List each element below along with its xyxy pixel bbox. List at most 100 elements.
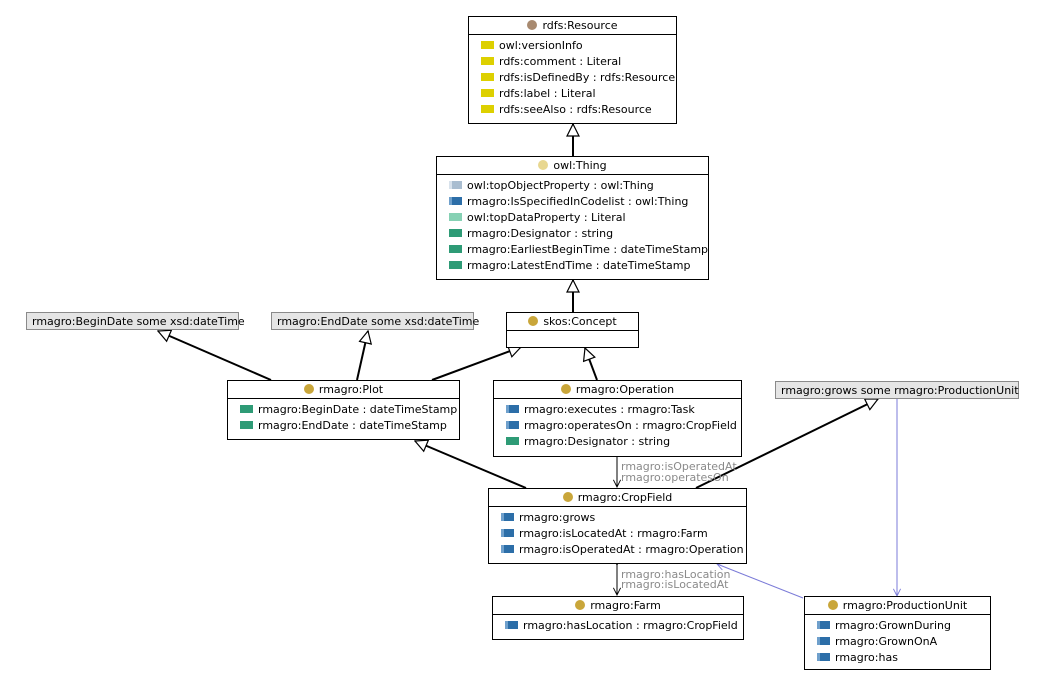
- property-label: rmagro:GrownDuring: [835, 619, 951, 632]
- edge-productionunit-to-cropfield: [717, 564, 804, 599]
- edge-plot-to-concept: [431, 347, 521, 381]
- class-header: rmagro:ProductionUnit: [805, 597, 990, 615]
- class-name: rmagro:Farm: [590, 599, 661, 612]
- property-label: rmagro:GrownOnA: [835, 635, 938, 648]
- property-row: rdfs:isDefinedBy : rdfs:Resource: [481, 70, 676, 86]
- edge-cropfield-to-grows: [695, 398, 878, 489]
- property-row: rmagro:isOperatedAt : rmagro:Operation: [501, 542, 746, 558]
- class-name: owl:Thing: [553, 159, 607, 172]
- top-object-property-icon: [449, 181, 462, 189]
- property-label: rdfs:label : Literal: [499, 87, 596, 100]
- annotation-property-icon: [481, 73, 494, 81]
- property-label: rmagro:EarliestBeginTime : dateTimeStamp: [467, 243, 709, 256]
- class-rmagro-farm[interactable]: rmagro:Farm rmagro:hasLocation : rmagro:…: [492, 596, 744, 640]
- class-header: rmagro:Operation: [494, 381, 741, 399]
- class-header: rmagro:CropField: [489, 489, 746, 507]
- class-icon: [538, 160, 549, 170]
- class-header: rmagro:Plot: [228, 381, 459, 399]
- edge-label-is-operated-at: rmagro:isOperatedAt: [621, 460, 737, 473]
- property-row: owl:topDataProperty : Literal: [449, 210, 708, 226]
- edge-plot-to-begindate: [158, 331, 272, 381]
- data-property-icon: [449, 245, 462, 253]
- class-rmagro-plot[interactable]: rmagro:Plot rmagro:BeginDate : dateTimeS…: [227, 380, 460, 440]
- property-row: owl:versionInfo: [481, 38, 676, 54]
- class-icon: [527, 20, 538, 30]
- data-property-icon: [506, 437, 519, 445]
- property-row: rmagro:EarliestBeginTime : dateTimeStamp: [449, 242, 708, 258]
- property-label: rdfs:comment : Literal: [499, 55, 622, 68]
- edge-operation-to-concept: [585, 348, 598, 381]
- property-row: rmagro:EndDate : dateTimeStamp: [240, 418, 459, 434]
- class-name: rmagro:Plot: [318, 383, 384, 396]
- property-label: rmagro:BeginDate : dateTimeStamp: [258, 403, 458, 416]
- restriction-grows[interactable]: rmagro:grows some rmagro:ProductionUnit: [775, 381, 1019, 399]
- object-property-icon: [817, 637, 830, 645]
- edge-label-is-located-at: rmagro:isLocatedAt: [621, 578, 729, 591]
- data-property-icon: [240, 421, 253, 429]
- property-label: owl:versionInfo: [499, 39, 583, 52]
- property-label: rmagro:Designator : string: [524, 435, 671, 448]
- property-label: rmagro:IsSpecifiedInCodelist : owl:Thing: [467, 195, 689, 208]
- property-label: rmagro:Designator : string: [467, 227, 614, 240]
- data-property-icon: [240, 405, 253, 413]
- class-name: rmagro:Operation: [575, 383, 675, 396]
- restriction-begin-date[interactable]: rmagro:BeginDate some xsd:dateTime: [26, 312, 245, 330]
- class-icon: [827, 600, 838, 610]
- object-property-icon: [449, 197, 462, 205]
- property-label: rmagro:LatestEndTime : dateTimeStamp: [467, 259, 691, 272]
- property-row: rmagro:operatesOn : rmagro:CropField: [506, 418, 741, 434]
- property-list: rmagro:grows rmagro:isLocatedAt : rmagro…: [489, 507, 746, 558]
- class-icon: [575, 600, 586, 610]
- annotation-property-icon: [481, 57, 494, 65]
- property-row: rmagro:has: [817, 650, 990, 666]
- property-list: rmagro:executes : rmagro:Task rmagro:ope…: [494, 399, 741, 450]
- class-name: rdfs:Resource: [542, 19, 618, 32]
- class-header: rdfs:Resource: [469, 17, 676, 35]
- property-label: rmagro:operatesOn : rmagro:CropField: [524, 419, 737, 432]
- class-header: rmagro:Farm: [493, 597, 743, 615]
- property-row: rmagro:GrownOnA: [817, 634, 990, 650]
- edge-cropfield-to-plot: [415, 441, 527, 489]
- property-label: rmagro:isLocatedAt : rmagro:Farm: [519, 527, 708, 540]
- property-row: rmagro:BeginDate : dateTimeStamp: [240, 402, 459, 418]
- class-header: skos:Concept: [507, 313, 638, 331]
- property-list: rmagro:GrownDuring rmagro:GrownOnA rmagr…: [805, 615, 990, 666]
- edge-label-has-location: rmagro:hasLocation: [621, 568, 731, 581]
- class-owl-thing[interactable]: owl:Thing owl:topObjectProperty : owl:Th…: [436, 156, 709, 280]
- top-data-property-icon: [449, 213, 462, 221]
- property-label: rmagro:executes : rmagro:Task: [524, 403, 695, 416]
- restriction-end-date[interactable]: rmagro:EndDate some xsd:dateTime: [271, 312, 479, 330]
- annotation-property-icon: [481, 105, 494, 113]
- property-label: owl:topObjectProperty : owl:Thing: [467, 179, 654, 192]
- class-icon: [528, 316, 539, 326]
- class-rmagro-operation[interactable]: rmagro:Operation rmagro:executes : rmagr…: [493, 380, 742, 457]
- property-row: rmagro:executes : rmagro:Task: [506, 402, 741, 418]
- property-label: rdfs:isDefinedBy : rdfs:Resource: [499, 71, 676, 84]
- property-label: rmagro:EndDate : dateTimeStamp: [258, 419, 447, 432]
- class-skos-concept[interactable]: skos:Concept: [506, 312, 639, 348]
- class-rdfs-resource[interactable]: rdfs:Resource owl:versionInfo rdfs:comme…: [468, 16, 677, 124]
- property-row: owl:topObjectProperty : owl:Thing: [449, 178, 708, 194]
- class-icon: [562, 492, 573, 502]
- property-row: rmagro:Designator : string: [449, 226, 708, 242]
- property-label: rmagro:grows: [519, 511, 596, 524]
- object-property-icon: [506, 405, 519, 413]
- object-property-icon: [505, 621, 518, 629]
- property-label: rmagro:isOperatedAt : rmagro:Operation: [519, 543, 744, 556]
- class-rmagro-productionunit[interactable]: rmagro:ProductionUnit rmagro:GrownDuring…: [804, 596, 991, 670]
- property-row: rmagro:isLocatedAt : rmagro:Farm: [501, 526, 746, 542]
- class-name: rmagro:CropField: [577, 491, 673, 504]
- property-row: rdfs:seeAlso : rdfs:Resource: [481, 102, 676, 118]
- property-label: rmagro:hasLocation : rmagro:CropField: [523, 619, 738, 632]
- class-rmagro-cropfield[interactable]: rmagro:CropField rmagro:grows rmagro:isL…: [488, 488, 747, 564]
- data-property-icon: [449, 261, 462, 269]
- property-list: rmagro:BeginDate : dateTimeStamp rmagro:…: [228, 399, 459, 434]
- property-row: rdfs:label : Literal: [481, 86, 676, 102]
- property-row: rmagro:hasLocation : rmagro:CropField: [505, 618, 743, 634]
- property-row: rdfs:comment : Literal: [481, 54, 676, 70]
- annotation-property-icon: [481, 89, 494, 97]
- property-row: rmagro:GrownDuring: [817, 618, 990, 634]
- object-property-icon: [501, 513, 514, 521]
- property-list: owl:topObjectProperty : owl:Thing rmagro…: [437, 175, 708, 274]
- property-row: rmagro:IsSpecifiedInCodelist : owl:Thing: [449, 194, 708, 210]
